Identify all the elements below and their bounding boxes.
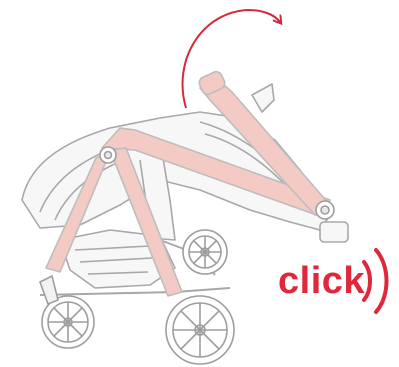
- click-label: click: [278, 262, 365, 300]
- click-sound-waves: [364, 250, 387, 312]
- rear-wheel: [166, 296, 234, 364]
- front-wheel: [40, 276, 94, 348]
- middle-wheel: [183, 230, 227, 274]
